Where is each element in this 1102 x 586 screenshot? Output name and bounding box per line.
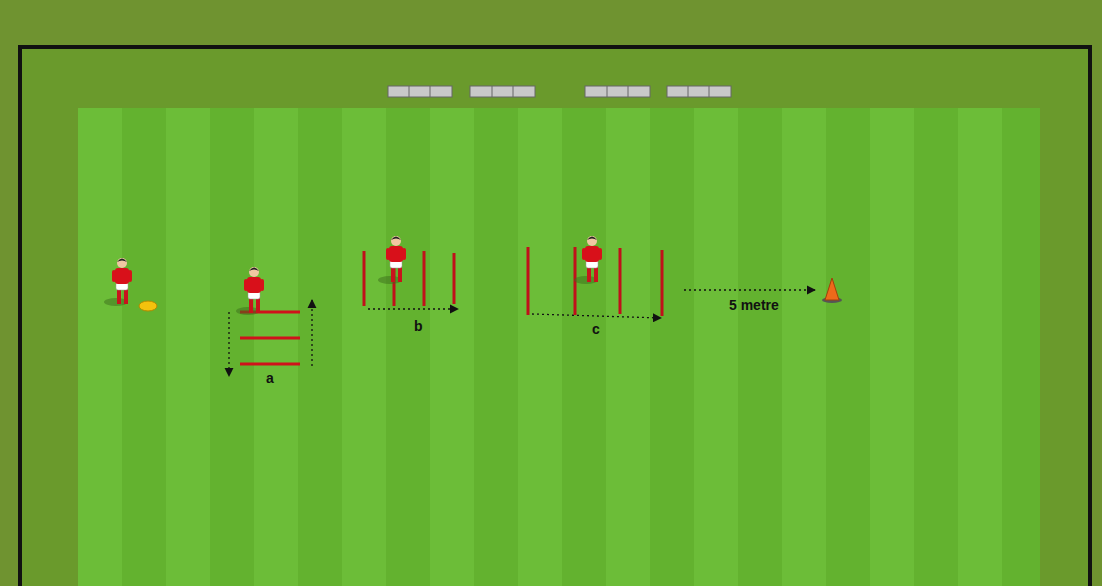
marker-cone <box>139 301 157 311</box>
player <box>104 258 132 306</box>
pitch-stripe <box>694 108 738 586</box>
movement-arrow <box>684 289 815 290</box>
marker-cone <box>822 278 842 303</box>
pitch-stripe <box>386 108 430 586</box>
pitch-stripe <box>298 108 342 586</box>
drill-label: b <box>414 318 423 334</box>
pitch-stripe <box>122 108 166 586</box>
pitch-stripe <box>430 108 474 586</box>
drill-label: a <box>266 370 274 386</box>
movement-arrow <box>311 300 312 366</box>
player <box>378 236 406 284</box>
pitch-stripe <box>826 108 870 586</box>
movement-arrow <box>228 312 229 376</box>
pitch-stripe <box>650 108 694 586</box>
pitch-stripe <box>518 108 562 586</box>
pitch-stripe <box>738 108 782 586</box>
pitch-stripe <box>914 108 958 586</box>
pitch-stripe <box>782 108 826 586</box>
movement-arrow <box>368 308 458 309</box>
bench <box>388 86 731 97</box>
pitch-stripe <box>474 108 518 586</box>
pitch-stripe <box>606 108 650 586</box>
pitch-stripe <box>870 108 914 586</box>
pitch-stripe <box>166 108 210 586</box>
agility-ladder <box>240 312 300 364</box>
movement-arrow <box>532 314 661 318</box>
pitch-stripe <box>562 108 606 586</box>
pitch-stripe <box>78 108 122 586</box>
player <box>236 267 264 315</box>
distance-label: 5 metre <box>729 297 779 313</box>
pitch-stripe <box>958 108 1002 586</box>
pitch-stripe <box>342 108 386 586</box>
pitch-stripe <box>254 108 298 586</box>
drill-label: c <box>592 321 600 337</box>
hurdle-poles <box>364 251 454 306</box>
player <box>574 236 602 284</box>
pitch-stripe <box>210 108 254 586</box>
pitch-stripe <box>1002 108 1040 586</box>
